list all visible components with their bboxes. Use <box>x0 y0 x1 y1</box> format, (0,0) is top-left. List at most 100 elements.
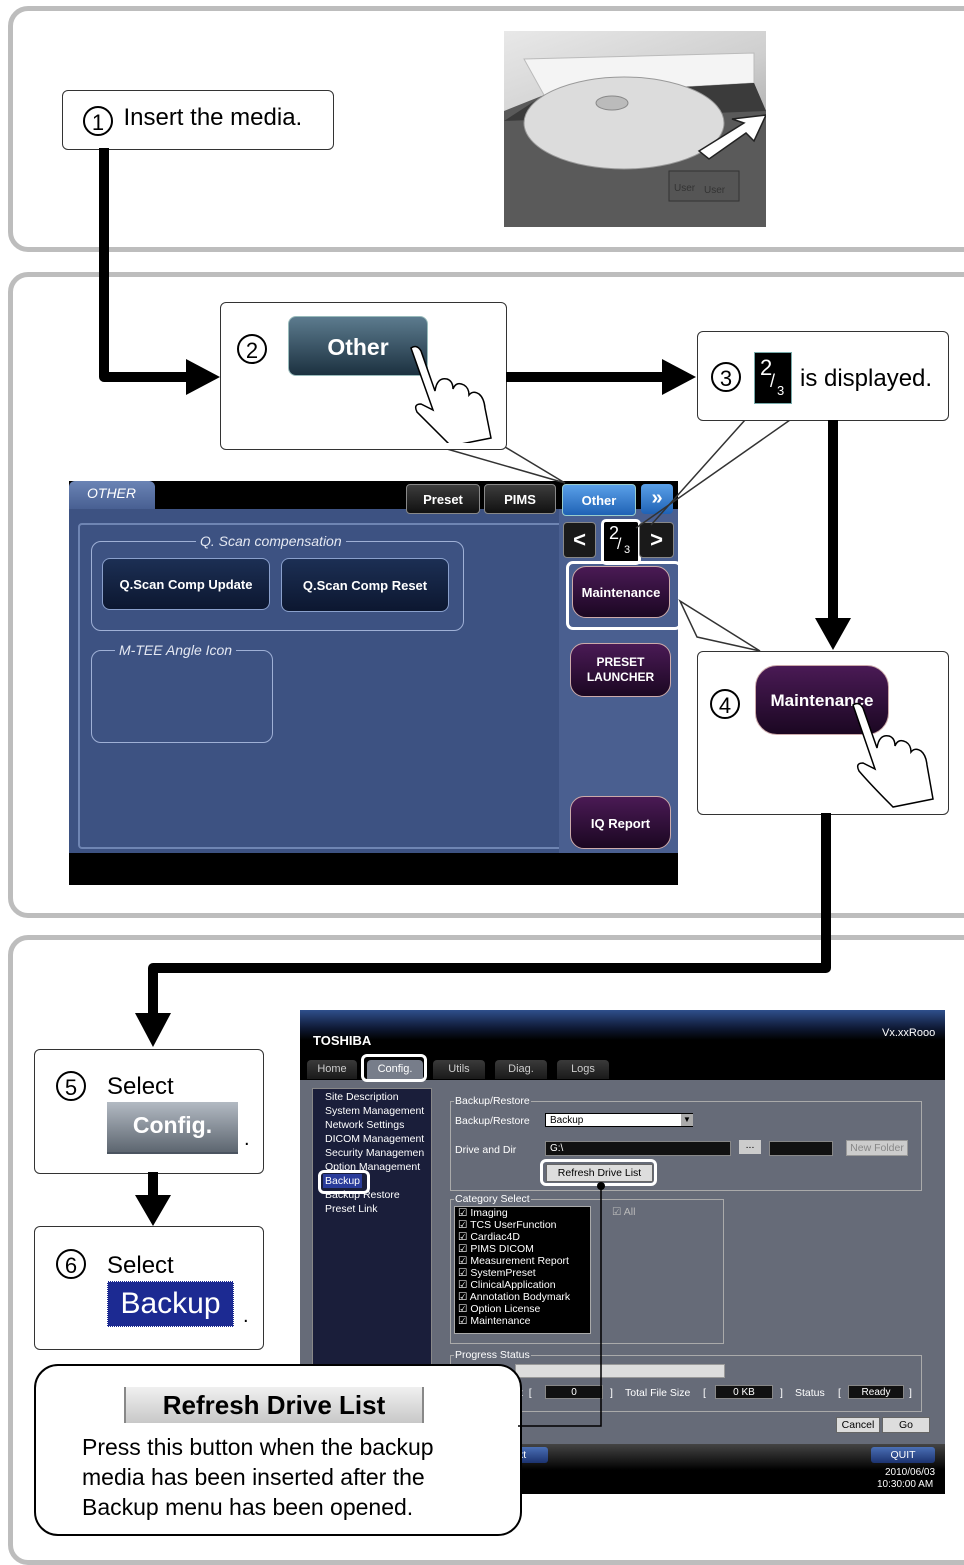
folder-name-input[interactable] <box>769 1141 833 1156</box>
step6-callout: 6 Select Backup . <box>34 1226 264 1350</box>
step1-number: 1 <box>83 105 113 136</box>
tab-utils[interactable]: Utils <box>433 1060 485 1079</box>
status-label: Status <box>795 1387 825 1399</box>
tree-item-network-settings[interactable]: Network Settings <box>325 1119 405 1131</box>
step3-page-indicator-icon: 2 / 3 <box>754 352 792 404</box>
tab-config[interactable]: Config. <box>367 1060 423 1079</box>
new-folder-button[interactable]: New Folder <box>846 1140 908 1156</box>
tab-preset[interactable]: Preset <box>406 484 480 514</box>
q-scan-comp-update-button[interactable]: Q.Scan Comp Update <box>102 558 270 610</box>
tab-other[interactable]: Other <box>562 484 636 516</box>
tree-item-site-description[interactable]: Site Description <box>325 1091 399 1103</box>
category-annotation-bodymark[interactable]: ☑ Annotation Bodymark <box>458 1291 571 1303</box>
photo-label-2: User <box>704 185 726 196</box>
quit-button[interactable]: QUIT <box>871 1447 935 1463</box>
tab-logs[interactable]: Logs <box>557 1060 609 1079</box>
category-option-license[interactable]: ☑ Option License <box>458 1303 541 1315</box>
refresh-drive-list-button[interactable]: Refresh Drive List <box>546 1164 653 1182</box>
version-label: Vx.xxRooo <box>882 1027 936 1039</box>
config-button-illustration[interactable]: Config. <box>107 1102 238 1154</box>
page-next-arrow-icon[interactable]: > <box>639 522 674 558</box>
step3-number: 3 <box>711 362 741 392</box>
backup-restore-label: Backup/Restore <box>455 1115 530 1127</box>
category-select-group-label: Category Select <box>454 1192 531 1206</box>
pointing-hand-icon <box>410 345 492 443</box>
step3-callout: 3 2 / 3 is displayed. <box>697 331 949 421</box>
category-tcs-label: TCS UserFunction <box>470 1219 557 1231</box>
tree-item-backup[interactable]: Backup <box>323 1174 363 1188</box>
config-tab-highlight <box>361 1054 427 1082</box>
category-maintenance[interactable]: ☑ Maintenance <box>458 1315 531 1327</box>
step1-text: Insert the media. <box>123 104 303 131</box>
category-pims-dicom[interactable]: ☑ PIMS DICOM <box>458 1243 534 1255</box>
total-file-size-value: 0 KB <box>715 1385 773 1399</box>
category-maintenance-label: Maintenance <box>470 1315 531 1327</box>
page-indicator-top: 2 <box>609 523 620 543</box>
refresh-note-callout: Refresh Drive List Press this button whe… <box>34 1364 522 1536</box>
m-tee-group-label: M-TEE Angle Icon <box>115 642 237 658</box>
preset-launcher-button[interactable]: PRESET LAUNCHER <box>570 643 671 697</box>
cancel-button[interactable]: Cancel <box>836 1417 880 1433</box>
step4-number: 4 <box>710 689 740 719</box>
date-label: 2010/06/03 <box>885 1467 936 1478</box>
category-measurement-label: Measurement Report <box>470 1255 569 1267</box>
step3-frac-bottom: 3 <box>777 383 785 398</box>
step2-number: 2 <box>237 334 267 364</box>
step5-period: . <box>244 1128 250 1150</box>
category-items: ☑ Imaging ☑ TCS UserFunction ☑ Cardiac4D… <box>458 1207 570 1327</box>
maintenance-highlight <box>566 561 682 630</box>
category-clinical-label: ClinicalApplication <box>470 1279 556 1291</box>
category-clinicalapplication[interactable]: ☑ ClinicalApplication <box>458 1279 556 1291</box>
category-systempreset[interactable]: ☑ SystemPreset <box>458 1267 536 1279</box>
next-tab-arrow-icon[interactable]: » <box>641 484 673 514</box>
step3-frac-top: 2 <box>760 355 773 380</box>
total-file-size-label: Total File Size <box>625 1387 691 1399</box>
tab-diag[interactable]: Diag. <box>495 1060 547 1079</box>
status-value: Ready <box>848 1385 904 1399</box>
other-screen-title: OTHER <box>87 485 136 501</box>
step6-number: 6 <box>56 1249 86 1279</box>
category-all-label: All <box>623 1206 636 1218</box>
category-imaging[interactable]: ☑ Imaging <box>458 1207 508 1219</box>
q-scan-group-label: Q. Scan compensation <box>196 533 346 549</box>
other-button-illustration[interactable]: Other <box>288 316 428 376</box>
category-cardiac4d[interactable]: ☑ Cardiac4D <box>458 1231 520 1243</box>
category-imaging-label: Imaging <box>470 1207 508 1219</box>
tree-item-security-management[interactable]: Security Managemen <box>325 1147 425 1159</box>
backup-select[interactable]: Backup <box>545 1113 693 1127</box>
progress-status-group-label: Progress Status <box>454 1348 531 1362</box>
preset-launcher-line1: PRESET <box>596 655 645 669</box>
step3-text: is displayed. <box>800 365 933 392</box>
page-indicator-bottom: 3 <box>624 544 631 556</box>
category-systempreset-label: SystemPreset <box>470 1267 536 1279</box>
step5-text: Select <box>107 1073 174 1100</box>
step5-callout: 5 Select Config. . <box>34 1049 264 1174</box>
backup-button-illustration[interactable]: Backup <box>107 1281 234 1327</box>
photo-label-1: User <box>674 183 696 194</box>
step6-text: Select <box>107 1252 174 1279</box>
file-count-value: 0 <box>545 1385 603 1399</box>
category-tcs-userfunction[interactable]: ☑ TCS UserFunction <box>458 1219 557 1231</box>
category-all-checkbox[interactable]: ☑ All <box>612 1206 636 1218</box>
tab-home[interactable]: Home <box>307 1060 357 1079</box>
drive-and-dir-input[interactable]: G:\ <box>545 1141 731 1156</box>
tree-item-system-management[interactable]: System Management <box>325 1105 425 1117</box>
go-button[interactable]: Go <box>882 1417 930 1433</box>
backup-restore-group-label: Backup/Restore <box>454 1094 531 1108</box>
refresh-drive-list-illustration[interactable]: Refresh Drive List <box>124 1387 424 1423</box>
category-cardiac4d-label: Cardiac4D <box>470 1231 520 1243</box>
q-scan-comp-reset-button[interactable]: Q.Scan Comp Reset <box>281 558 449 612</box>
page-prev-arrow-icon[interactable]: < <box>563 522 596 558</box>
brand-logo: TOSHIBA <box>313 1033 372 1048</box>
backup-restore-group <box>450 1101 922 1191</box>
category-measurement-report[interactable]: ☑ Measurement Report <box>458 1255 569 1267</box>
browse-button[interactable]: ... <box>739 1140 761 1154</box>
maintenance-button[interactable]: Maintenance <box>572 566 670 618</box>
step4-callout: 4 Maintenance <box>697 651 949 815</box>
pointing-hand-icon-2 <box>852 702 934 808</box>
tab-pims[interactable]: PIMS <box>484 484 556 514</box>
tree-item-preset-link[interactable]: Preset Link <box>325 1203 378 1215</box>
select-dropdown-icon[interactable]: ▼ <box>681 1114 693 1126</box>
category-option-label: Option License <box>470 1303 541 1315</box>
tree-item-dicom-management[interactable]: DICOM Management <box>325 1133 425 1145</box>
